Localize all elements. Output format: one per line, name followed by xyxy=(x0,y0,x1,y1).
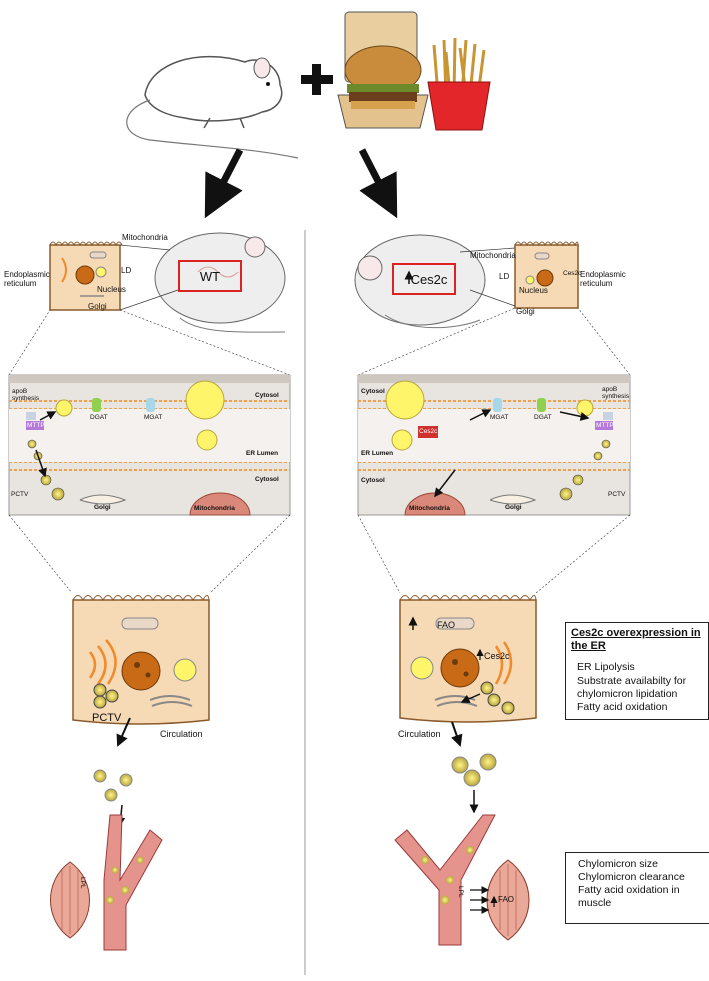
right-cytosol-bottom-label: Cytosol xyxy=(361,477,385,484)
up-arrows xyxy=(404,270,575,907)
ces2c-label: Ces2c xyxy=(410,271,448,287)
right-dgat-label: DGAT xyxy=(534,414,552,421)
right-lpl-label: LPL xyxy=(457,886,464,898)
left-mitochondria-label: Mitochondria xyxy=(122,233,168,242)
right-circulation-arrow xyxy=(451,721,463,747)
zoom-line xyxy=(209,514,291,594)
zoom-line xyxy=(459,247,516,253)
zoom-line xyxy=(535,514,631,594)
plus-icon xyxy=(301,64,333,95)
left-large-cell xyxy=(72,595,210,725)
summary-line-2: Substrate availabilty for xyxy=(577,674,687,687)
left-mito-small-label: Mitochondria xyxy=(194,505,235,512)
summary-line-3: chylomicron lipidation xyxy=(577,687,678,700)
right-chylomicrons xyxy=(451,753,497,787)
left-blood-vessel xyxy=(103,814,163,951)
right-nucleus-label: Nucleus xyxy=(519,286,548,295)
right-golgi-small-label: Golgi xyxy=(505,504,522,511)
right-mitochondria-label: Mitochondria xyxy=(470,251,516,260)
left-er-panel xyxy=(8,374,291,516)
zoom-line xyxy=(8,514,73,594)
left-er-lumen-label: ER Lumen xyxy=(246,450,279,457)
wt-label: WT xyxy=(199,268,221,284)
summary-line-1: ER Lipolysis xyxy=(577,661,635,674)
muscle-line-4: muscle xyxy=(578,897,612,910)
mouse-illustration xyxy=(126,55,299,159)
burger-box-illustration xyxy=(337,11,429,129)
right-fao-label: FAO xyxy=(437,620,456,630)
wt-highlight-box: WT xyxy=(178,260,242,292)
left-cytosol-top-label: Cytosol xyxy=(255,392,279,399)
right-mgat-label: MGAT xyxy=(490,414,509,421)
right-apob-label: apoB synthesis xyxy=(602,386,630,401)
split-arrows xyxy=(204,148,398,219)
right-mouse-zoom xyxy=(354,234,486,329)
left-nucleus-label: Nucleus xyxy=(97,285,126,294)
zoom-line xyxy=(357,307,516,376)
muscle-line-3: Fatty acid oxidation in xyxy=(578,884,680,897)
ces2c-highlight-box: Ces2c xyxy=(392,263,456,295)
left-mttp-label: MTTP xyxy=(27,422,45,429)
right-muscle xyxy=(486,859,530,941)
left-ld-label: LD xyxy=(121,266,132,275)
summary-box-title: Ces2c overexpression in the ER xyxy=(571,627,701,653)
left-circulation-arrow xyxy=(116,717,131,747)
zoom-line xyxy=(8,309,51,376)
zoom-line xyxy=(119,244,171,251)
right-golgi-label: Golgi xyxy=(516,307,535,316)
left-pctv-label: PCTV xyxy=(92,712,122,724)
left-golgi-small-label: Golgi xyxy=(94,504,111,511)
right-mttp-label: MTTP xyxy=(596,422,614,429)
right-cytosol-top-label: Cytosol xyxy=(361,388,385,395)
right-ces2c-cell-label: Ces2c xyxy=(484,651,510,661)
left-er-label: Endoplasmic reticulum xyxy=(4,270,50,289)
muscle-summary-box: Chylomicron size Chylomicron clearance F… xyxy=(565,852,709,924)
left-mgat-label: MGAT xyxy=(144,414,163,421)
right-ces2c-enzyme-label: Ces2c xyxy=(419,428,438,435)
right-ces2c-small-label: Ces2c xyxy=(563,270,582,277)
zoom-line xyxy=(357,514,401,594)
left-mouse-zoom xyxy=(154,232,286,333)
right-er-panel xyxy=(357,374,631,516)
muscle-line-1: Chylomicron size xyxy=(578,858,658,870)
left-muscle xyxy=(50,861,90,939)
right-fao-muscle-label: FAO xyxy=(498,895,515,904)
zoom-line xyxy=(577,307,631,376)
zoom-line xyxy=(469,289,516,307)
left-lpl-label: LPL xyxy=(79,877,86,889)
muscle-line-2: Chylomicron clearance xyxy=(578,871,685,884)
right-blood-vessel xyxy=(394,814,496,946)
left-pctv-small-label: PCTV xyxy=(11,491,29,498)
left-circulation-label: Circulation xyxy=(160,729,203,739)
right-mito-small-label: Mitochondria xyxy=(409,505,450,512)
right-circulation-label: Circulation xyxy=(398,729,441,739)
left-chylomicrons xyxy=(93,769,133,802)
left-golgi-label: Golgi xyxy=(88,302,107,311)
zoom-line xyxy=(119,289,179,311)
ces2c-summary-box: Ces2c overexpression in the ER ER Lipoly… xyxy=(565,622,709,720)
right-er-label: Endoplasmic reticulum xyxy=(580,270,626,289)
left-dgat-label: DGAT xyxy=(90,414,108,421)
left-apob-label: apoB synthesis xyxy=(12,388,40,403)
fa-flux-arrows xyxy=(470,886,490,914)
right-large-cell xyxy=(399,595,537,723)
right-er-lumen-label: ER Lumen xyxy=(361,450,394,457)
right-pctv-small-label: PCTV xyxy=(608,491,626,498)
left-enterocyte xyxy=(49,241,123,311)
summary-line-4: Fatty acid oxidation xyxy=(577,700,668,713)
left-cytosol-bottom-label: Cytosol xyxy=(255,476,279,483)
fries-illustration xyxy=(427,37,491,131)
right-ld-label: LD xyxy=(499,272,510,281)
